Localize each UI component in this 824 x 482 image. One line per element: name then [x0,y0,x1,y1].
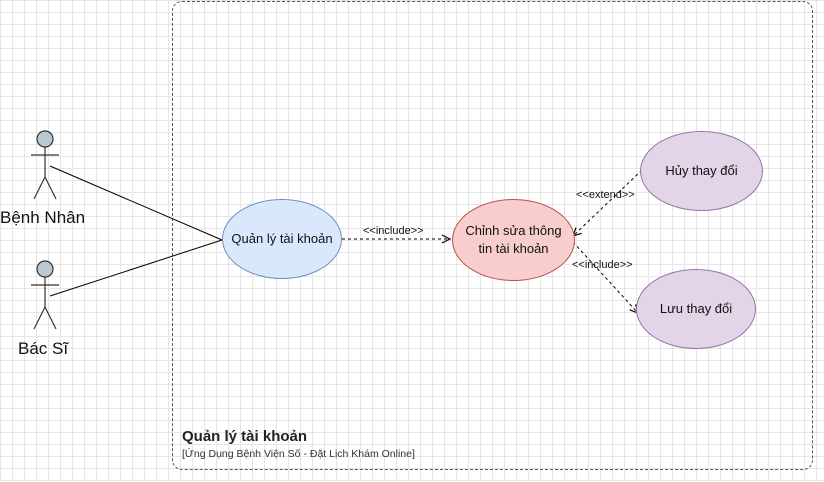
association-patient-manage [49,165,223,241]
system-title: Quản lý tài khoản [182,428,308,445]
system-boundary [172,1,813,470]
include-label-manage-edit: <<include>> [363,225,424,237]
actor-patient-label: Bệnh Nhân [0,208,86,227]
extend-arrow-cancel-edit [573,169,643,236]
actor-doctor-label: Bác Sĩ [18,339,69,358]
extend-label-cancel-edit: <<extend>> [576,189,635,201]
usecase-edit-info-label: Chỉnh sửa thông tin tài khoản [465,223,562,256]
actor-patient-figure[interactable] [31,130,59,200]
include-arrow-edit-save [572,241,638,313]
actor-doctor-figure[interactable] [31,260,59,330]
system-subtitle: [Ứng Dụng Bệnh Viện Số - Đặt Lịch Khám O… [182,448,415,460]
usecase-cancel-changes[interactable]: Hủy thay đổi [640,131,763,211]
usecase-edit-info[interactable]: Chỉnh sửa thông tin tài khoản [452,199,575,281]
usecase-save-changes-label: Lưu thay đổi [659,301,733,317]
usecase-save-changes[interactable]: Lưu thay đổi [636,269,756,349]
include-label-edit-save: <<include>> [572,259,633,271]
association-doctor-manage [49,239,223,297]
usecase-cancel-changes-label: Hủy thay đổi [665,163,738,179]
usecase-manage-account-label: Quản lý tài khoản [231,231,333,247]
usecase-manage-account[interactable]: Quản lý tài khoản [222,199,342,279]
